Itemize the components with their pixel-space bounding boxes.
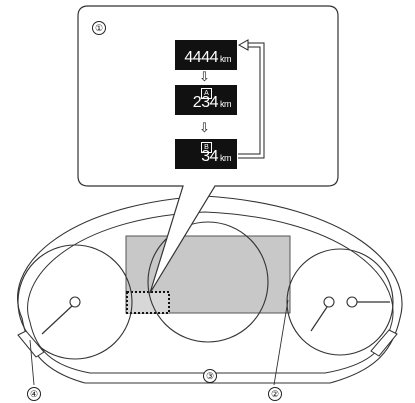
trip-b-unit: km	[220, 153, 232, 163]
right-gauge-hub-2	[346, 296, 358, 308]
right-gauge-hub-1	[323, 296, 335, 308]
center-gauge-ring	[147, 221, 269, 343]
odometer-value: 4444	[184, 49, 218, 66]
right-indicator-lamp	[370, 329, 398, 357]
down-arrow-icon: ⇩	[199, 69, 210, 84]
callout-2-leader	[273, 299, 289, 386]
odometer-display-area	[126, 291, 170, 314]
callout-1-marker: ①	[92, 21, 106, 35]
cycle-bracket	[238, 42, 265, 159]
cluster-outer-housing	[17, 195, 403, 384]
trip-b-value: 34	[201, 148, 218, 165]
callout-3-marker: ③	[203, 369, 217, 383]
cluster-inner-bezel	[27, 211, 394, 374]
callout-4-marker: ④	[27, 387, 41, 401]
callout-4-leader	[29, 339, 35, 386]
right-gauge-needle-1	[310, 306, 328, 332]
down-arrow-icon: ⇩	[199, 120, 210, 135]
odometer-unit: km	[220, 54, 232, 64]
cycle-bracket	[238, 46, 261, 155]
callout-2-marker: ②	[268, 387, 282, 401]
left-gauge-hub	[69, 296, 81, 308]
left-gauge	[17, 244, 133, 360]
trip-a-unit: km	[220, 99, 232, 109]
cycle-arrowhead-icon	[237, 39, 249, 51]
left-gauge-needle	[41, 305, 73, 335]
right-gauge	[286, 248, 394, 356]
trip-b-letter: B	[201, 142, 212, 153]
trip-a-letter: A	[201, 88, 212, 99]
left-indicator-lamp	[17, 330, 45, 358]
trip-a-value: 234	[192, 94, 219, 111]
